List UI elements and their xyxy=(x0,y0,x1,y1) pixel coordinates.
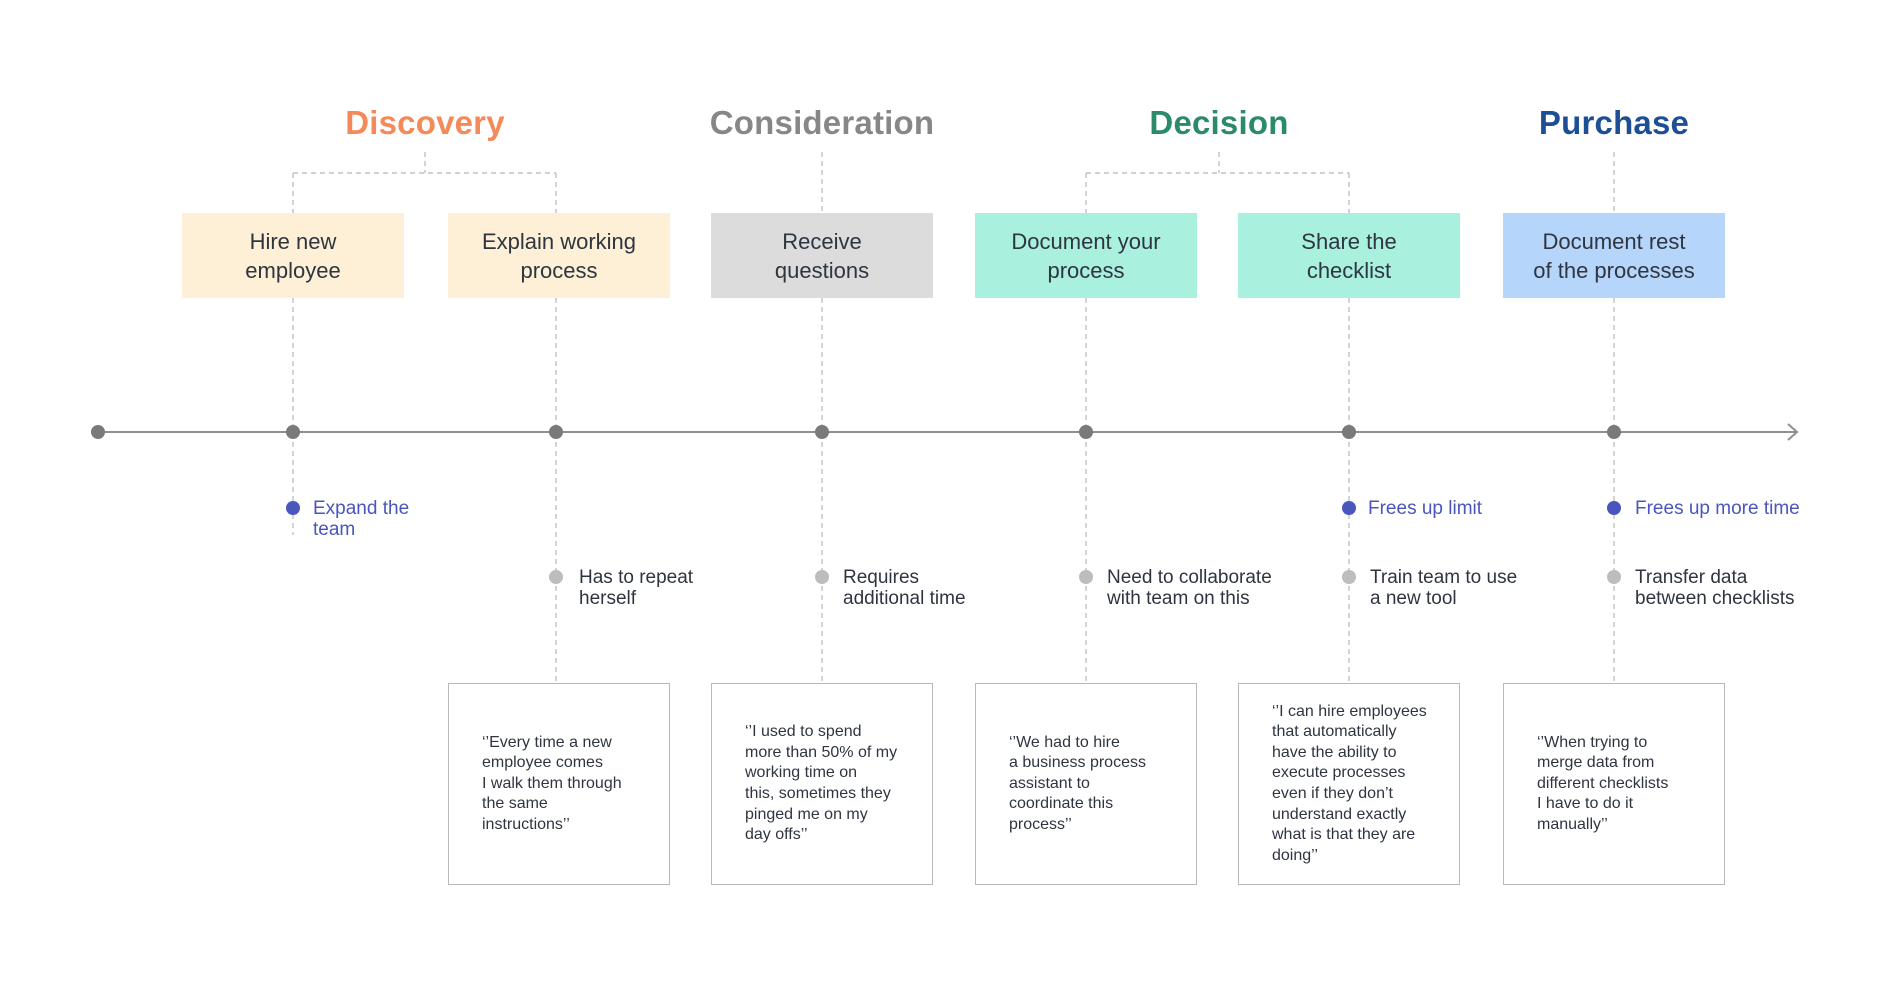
timeline-node xyxy=(91,425,105,439)
step-explain-working-process: Explain working process xyxy=(448,213,670,298)
pain-note-train-team: Train team to use a new tool xyxy=(1370,567,1518,609)
pain-note-additional-time: Requires additional time xyxy=(843,567,966,609)
pain-dot xyxy=(1607,570,1621,584)
quote-box: ‘’I can hire employees that automaticall… xyxy=(1238,683,1460,885)
timeline-arrow xyxy=(1787,423,1799,441)
step-share-the-checklist: Share the checklist xyxy=(1238,213,1460,298)
step-document-your-process: Document your process xyxy=(975,213,1197,298)
quote-text: ‘’I can hire employees that automaticall… xyxy=(1272,702,1427,864)
timeline-node xyxy=(286,425,300,439)
timeline-node xyxy=(549,425,563,439)
quote-text: ‘’When trying to merge data from differe… xyxy=(1537,733,1669,833)
quote-box: ‘’When trying to merge data from differe… xyxy=(1503,683,1725,885)
stage-purchase-title: Purchase xyxy=(1538,104,1690,141)
quote-box: ‘’I used to spend more than 50% of my wo… xyxy=(711,683,933,885)
timeline-node xyxy=(1079,425,1093,439)
pain-dot xyxy=(1079,570,1093,584)
timeline-node xyxy=(815,425,829,439)
quote-text: ‘’We had to hire a business process assi… xyxy=(1009,733,1146,833)
step-receive-questions: Receive questions xyxy=(711,213,933,298)
positive-dot xyxy=(1342,501,1356,515)
step-hire-new-employee: Hire new employee xyxy=(182,213,404,298)
quote-text: ‘’I used to spend more than 50% of my wo… xyxy=(745,723,898,844)
timeline-node xyxy=(1342,425,1356,439)
positive-dot xyxy=(286,501,300,515)
positive-note-frees-up-more-time: Frees up more time xyxy=(1635,498,1800,519)
pain-dot xyxy=(549,570,563,584)
stage-consideration-title: Consideration xyxy=(709,104,935,141)
positive-note-frees-up-limit: Frees up limit xyxy=(1368,498,1483,519)
quote-text: ‘’Every time a new employee comes I walk… xyxy=(482,733,622,833)
positive-dot xyxy=(1607,501,1621,515)
quote-box: ‘’Every time a new employee comes I walk… xyxy=(448,683,670,885)
stage-decision-title: Decision xyxy=(1149,104,1289,141)
pain-note-transfer-data: Transfer data between checklists xyxy=(1635,567,1795,609)
pain-dot xyxy=(815,570,829,584)
stage-discovery-title: Discovery xyxy=(345,104,505,141)
pain-note-repeat-herself: Has to repeat herself xyxy=(579,567,694,609)
positive-note-expand-team: Expand the team xyxy=(313,498,410,540)
pain-note-collaborate-with-team: Need to collaborate with team on this xyxy=(1107,567,1272,609)
pain-dot xyxy=(1342,570,1356,584)
step-document-rest-of-processes: Document rest of the processes xyxy=(1503,213,1725,298)
timeline-node xyxy=(1607,425,1621,439)
quote-box: ‘’We had to hire a business process assi… xyxy=(975,683,1197,885)
